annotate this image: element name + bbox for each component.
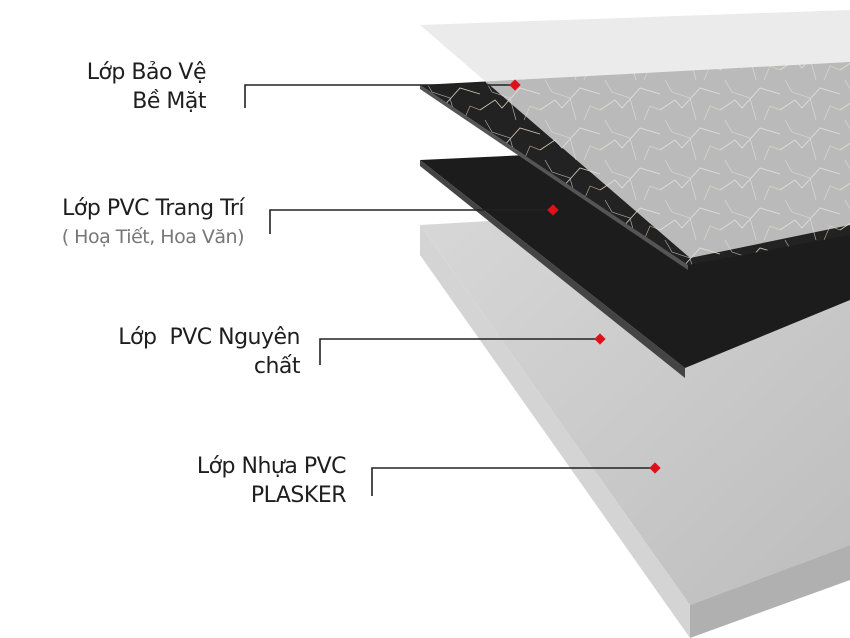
marker-2 <box>547 204 559 216</box>
label-base-layer: Lớp Nhựa PVC PLASKER <box>196 452 347 510</box>
label-line: PLASKER <box>250 483 347 508</box>
marker-4 <box>649 462 661 474</box>
label-line: Bề Mặt <box>132 89 206 114</box>
label-line: chất <box>253 354 301 379</box>
label-line: Lớp PVC Nguyên <box>118 325 300 350</box>
leader-line-3 <box>319 338 600 365</box>
leader-line-1 <box>244 84 515 108</box>
label-line: Lớp PVC Trang Trí <box>62 196 244 221</box>
leader-line-4 <box>371 467 655 496</box>
label-subtitle: ( Hoạ Tiết, Hoa Văn) <box>61 226 245 248</box>
label-protective-layer: Lớp Bảo Vệ Bề Mặt <box>86 58 207 116</box>
label-line: Lớp Nhựa PVC <box>196 454 347 479</box>
label-core-layer: Lớp PVC Nguyên chất <box>118 323 300 381</box>
leader-line-2 <box>269 209 553 234</box>
marker-3 <box>594 333 606 345</box>
label-decor-layer: Lớp PVC Trang Trí ( Hoạ Tiết, Hoa Văn) <box>61 194 245 252</box>
label-line: Lớp Bảo Vệ <box>86 60 207 85</box>
protective-layer <box>420 10 850 258</box>
